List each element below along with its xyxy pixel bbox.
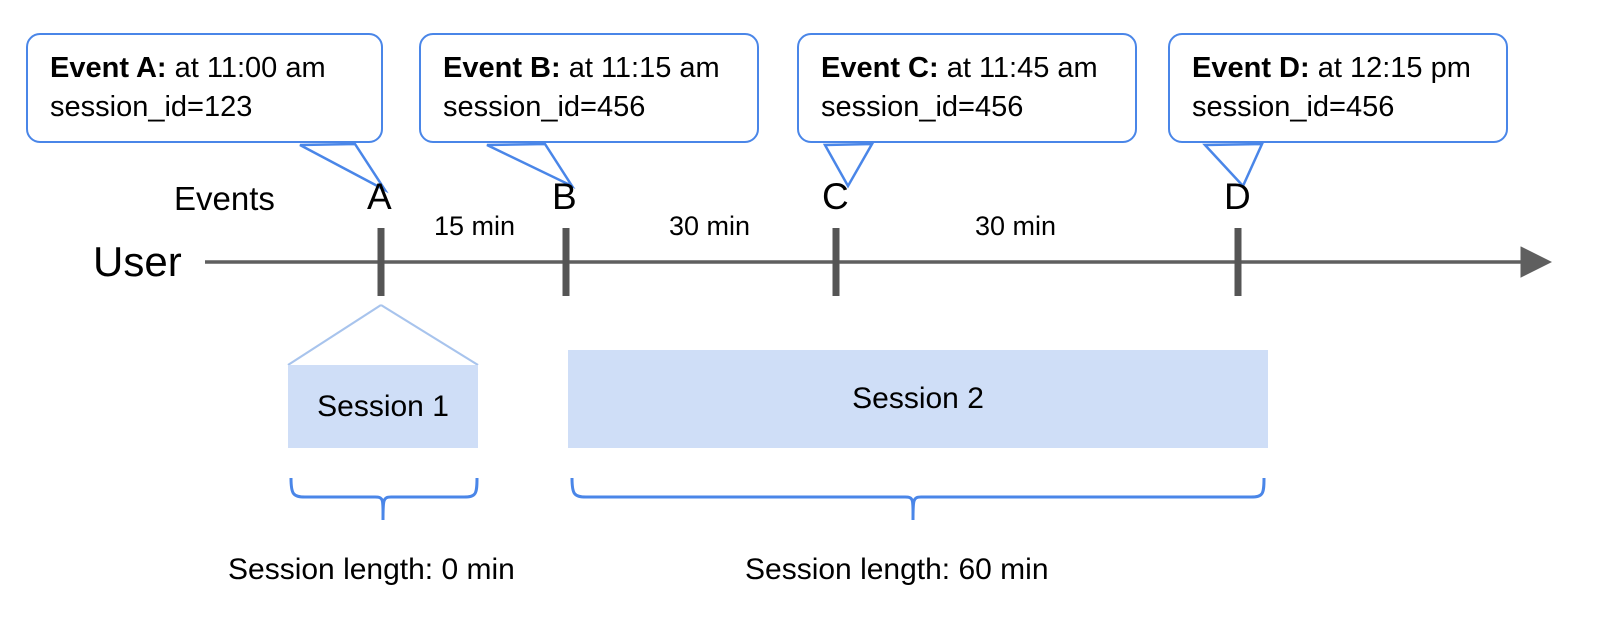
event-letter-a: A xyxy=(367,176,392,217)
callout-b-title: Event B: xyxy=(443,52,561,84)
callout-d-time: at 12:15 pm xyxy=(1317,52,1471,84)
callout-b-line1: Event B: at 11:15 am xyxy=(443,49,739,88)
callout-event-c: Event C: at 11:45 am session_id=456 xyxy=(797,33,1137,143)
session1-funnel-right xyxy=(380,304,479,366)
session-box-1: Session 1 xyxy=(288,365,478,448)
callout-event-a: Event A: at 11:00 am session_id=123 xyxy=(26,33,383,143)
session1-brace xyxy=(289,477,479,521)
callout-c-time: at 11:45 am xyxy=(946,52,1098,84)
callout-b-line2: session_id=456 xyxy=(443,90,646,123)
interval-label-b-c: 30 min xyxy=(669,211,751,241)
session-box-2: Session 2 xyxy=(568,350,1268,448)
lane-label-events: Events xyxy=(174,180,275,217)
callout-a-title: Event A: xyxy=(50,52,167,84)
session2-length-label: Session length: 60 min xyxy=(745,553,1049,586)
session1-funnel-left xyxy=(287,304,382,366)
event-letter-c: C xyxy=(822,176,849,217)
callout-d-title: Event D: xyxy=(1192,52,1310,84)
callout-c-line1: Event C: at 11:45 am xyxy=(821,49,1117,88)
callout-b-time: at 11:15 am xyxy=(568,52,720,84)
callout-event-d: Event D: at 12:15 pm session_id=456 xyxy=(1168,33,1508,143)
event-letter-b: B xyxy=(552,176,577,217)
interval-label-c-d: 30 min xyxy=(975,211,1057,241)
interval-label-a-b: 15 min xyxy=(434,211,516,241)
callout-c-title: Event C: xyxy=(821,52,939,84)
callout-d-line1: Event D: at 12:15 pm xyxy=(1192,49,1488,88)
callout-a-line1: Event A: at 11:00 am xyxy=(50,49,363,88)
callout-event-b: Event B: at 11:15 am session_id=456 xyxy=(419,33,759,143)
event-letter-d: D xyxy=(1224,176,1251,217)
session1-length-label: Session length: 0 min xyxy=(228,553,515,586)
callout-d-line2: session_id=456 xyxy=(1192,90,1395,123)
lane-label-user: User xyxy=(93,238,182,285)
callout-a-time: at 11:00 am xyxy=(174,52,326,84)
callout-c-line2: session_id=456 xyxy=(821,90,1024,123)
callout-a-line2: session_id=123 xyxy=(50,90,253,123)
session2-brace xyxy=(570,477,1266,521)
